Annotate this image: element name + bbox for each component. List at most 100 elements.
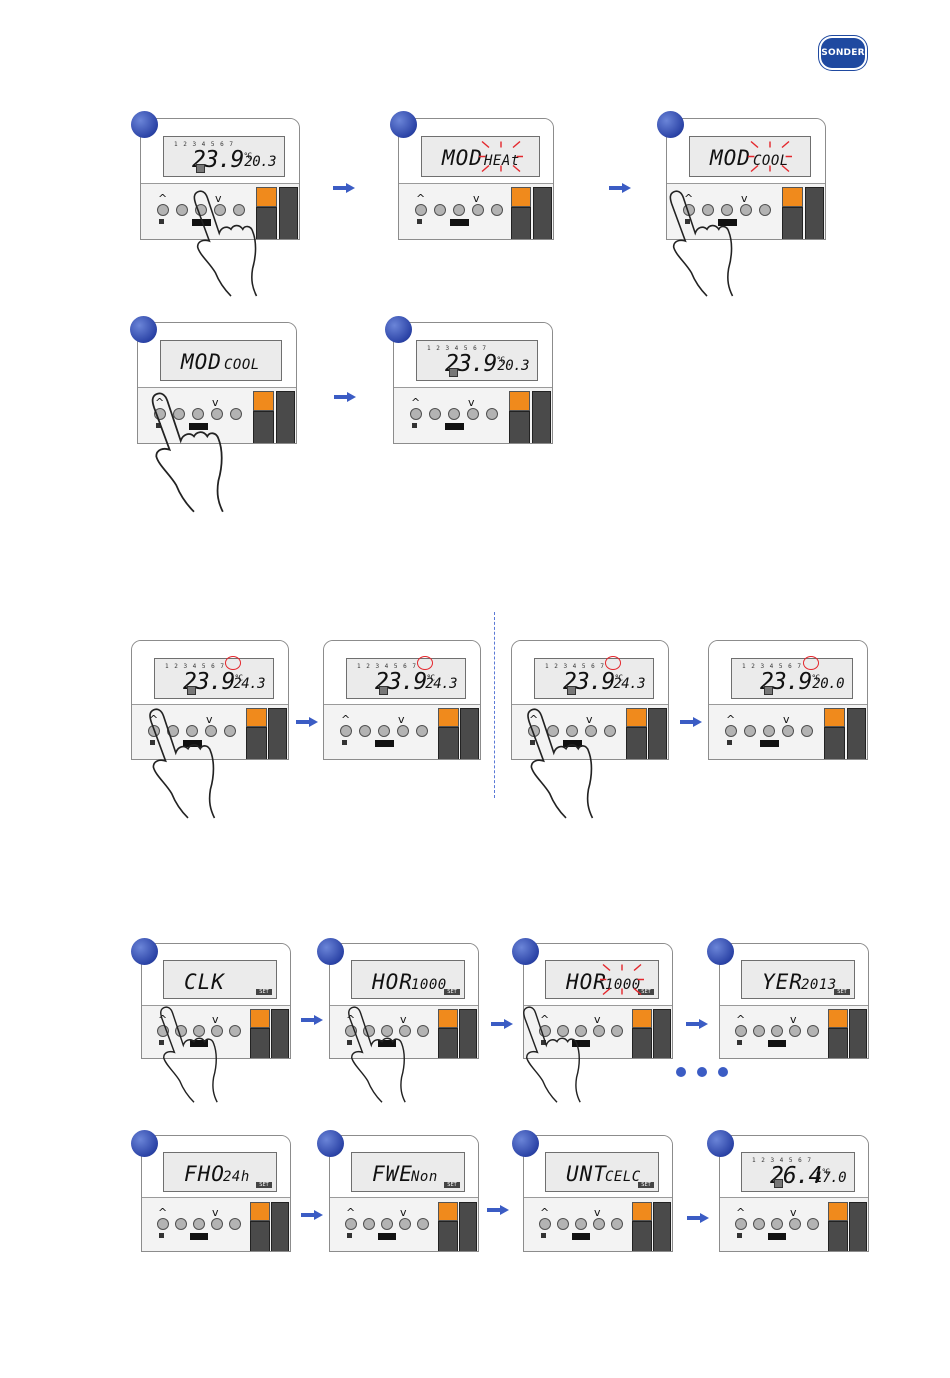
celsius-unit: °C <box>821 1167 830 1177</box>
lcd-label: YER <box>762 970 803 994</box>
control-button <box>611 1025 623 1037</box>
battery-orange <box>632 1009 652 1028</box>
battery-dark-lower <box>632 1221 652 1251</box>
lcd-label: MOD <box>442 146 483 170</box>
down-chevron-icon: v <box>594 1013 601 1026</box>
battery-dark <box>849 1009 867 1058</box>
hand-pointer-icon <box>523 1006 581 1103</box>
step-badge-icon <box>131 111 158 138</box>
arrow-right-icon <box>333 183 355 193</box>
step-badge-icon <box>130 316 157 343</box>
down-chevron-icon: v <box>206 713 213 726</box>
battery-orange <box>509 391 530 411</box>
lcd-value: CELC <box>605 1169 641 1185</box>
battery-dark-lower <box>824 727 845 759</box>
battery-dark <box>279 187 298 239</box>
lcd-value: COOL <box>753 153 789 169</box>
lcd-label: MOD <box>181 350 222 374</box>
up-chevron-icon: ^ <box>726 713 736 726</box>
lcd-label: UNT <box>566 1162 607 1186</box>
battery-dark <box>805 187 824 239</box>
battery-orange <box>626 708 647 727</box>
battery-orange <box>828 1202 848 1221</box>
mode-icon <box>449 368 458 377</box>
lcd-setpoint: 20.3 <box>244 154 276 170</box>
up-chevron-icon: ^ <box>158 192 168 205</box>
hand-pointer-icon <box>669 190 734 297</box>
control-button <box>214 204 226 216</box>
control-button <box>725 725 737 737</box>
control-button <box>415 204 427 216</box>
control-button <box>547 725 559 737</box>
button-label-bar <box>450 219 469 226</box>
control-button <box>399 1218 411 1230</box>
battery-dark <box>459 1009 477 1058</box>
lcd-setpoint: 24.3 <box>425 676 457 692</box>
button-label-bar <box>375 740 394 747</box>
button-label-bar <box>718 219 737 226</box>
control-button <box>735 1025 747 1037</box>
battery-orange <box>438 708 459 727</box>
blink-highlight-ring <box>416 656 433 670</box>
control-button <box>753 1025 765 1037</box>
control-button <box>157 204 169 216</box>
button-label-bar <box>189 423 208 430</box>
step-badge-icon <box>707 1130 734 1157</box>
down-chevron-icon: v <box>783 713 790 726</box>
up-chevron-icon: ^ <box>346 1206 356 1219</box>
lock-icon <box>159 219 164 224</box>
control-button <box>205 725 217 737</box>
set-tag: SET <box>638 1182 654 1188</box>
arrow-right-icon <box>680 717 702 727</box>
control-button <box>491 204 503 216</box>
lock-icon <box>347 1040 352 1045</box>
battery-dark-lower <box>256 207 277 239</box>
lcd-label: HOR <box>372 970 413 994</box>
ellipsis-dots-icon <box>697 1067 707 1077</box>
lcd-value: 1000 <box>605 977 641 993</box>
control-button <box>744 725 756 737</box>
up-chevron-icon: ^ <box>155 396 165 409</box>
set-tag: SET <box>256 989 272 995</box>
control-button <box>381 1025 393 1037</box>
lcd-label: FHO <box>184 1162 225 1186</box>
button-label-bar <box>563 740 582 747</box>
control-button <box>721 204 733 216</box>
control-button <box>771 1025 783 1037</box>
battery-dark <box>533 187 552 239</box>
mode-icon <box>774 1179 783 1188</box>
down-chevron-icon: v <box>473 192 480 205</box>
step-badge-icon <box>390 111 417 138</box>
blink-highlight-ring <box>604 656 621 670</box>
lcd-value: COOL <box>224 357 260 373</box>
hand-pointer-icon <box>527 708 594 819</box>
control-button <box>229 1218 241 1230</box>
control-button <box>566 725 578 737</box>
set-tag: SET <box>256 1182 272 1188</box>
arrow-right-icon <box>301 1210 323 1220</box>
lock-icon <box>541 1233 546 1238</box>
control-button <box>486 408 498 420</box>
control-button <box>472 204 484 216</box>
lcd-day-indicators: 1 2 3 4 5 6 7 <box>545 663 605 670</box>
step-badge-icon <box>317 938 344 965</box>
celsius-unit: °C <box>243 151 252 161</box>
battery-dark <box>271 1202 289 1251</box>
down-chevron-icon: v <box>398 713 405 726</box>
down-chevron-icon: v <box>215 192 222 205</box>
button-label-bar <box>760 740 779 747</box>
blink-rays-icon <box>600 963 644 996</box>
control-button <box>157 1218 169 1230</box>
lcd-label: CLK <box>184 970 225 994</box>
control-button <box>575 1025 587 1037</box>
